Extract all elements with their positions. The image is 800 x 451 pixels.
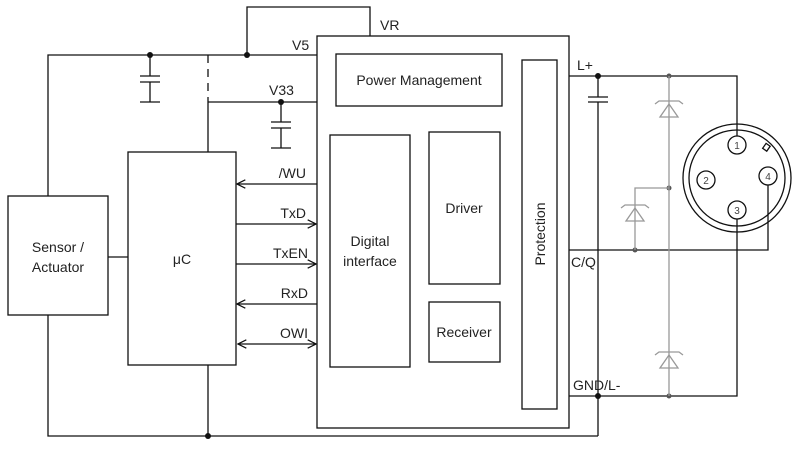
driver-label: Driver xyxy=(445,200,483,216)
power-management-label: Power Management xyxy=(356,72,481,88)
driver-block xyxy=(428,131,501,285)
tvs-diodes xyxy=(620,76,684,396)
pin-4: 4 xyxy=(765,172,771,183)
sensor-actuator-block xyxy=(7,195,109,316)
lplus-capacitor xyxy=(588,76,608,436)
pin-1: 1 xyxy=(734,141,740,152)
vr-label: VR xyxy=(380,17,399,33)
signal-lines xyxy=(236,184,317,344)
m12-connector: 1 2 3 4 xyxy=(682,123,792,233)
txd-label: TxD xyxy=(280,205,306,221)
v33-capacitor xyxy=(271,102,291,149)
protection-label: Protection xyxy=(532,202,548,265)
tvs-diode-icon xyxy=(654,100,684,118)
mcu-label: μC xyxy=(173,251,191,267)
pin-3: 3 xyxy=(734,206,740,217)
v33-label: V33 xyxy=(269,82,294,98)
sensor-label: Sensor / xyxy=(32,239,84,255)
wu-label: /WU xyxy=(279,165,306,181)
tvs-diode-icon xyxy=(620,204,650,222)
v5-capacitor xyxy=(140,55,160,103)
v5-label: V5 xyxy=(292,37,309,53)
receiver-label: Receiver xyxy=(436,324,492,340)
rxd-label: RxD xyxy=(281,285,308,301)
cq-label: C/Q xyxy=(571,254,596,270)
receiver-block xyxy=(428,301,501,363)
digital-interface-label: Digital xyxy=(351,233,390,249)
coding-key-icon xyxy=(761,142,772,153)
mcu-block xyxy=(127,151,237,366)
txen-label: TxEN xyxy=(273,245,308,261)
actuator-label: Actuator xyxy=(32,259,84,275)
lplus-label: L+ xyxy=(577,57,593,73)
protection-block xyxy=(521,59,558,410)
tvs-diode-icon xyxy=(654,351,684,369)
gnd-label: GND/L- xyxy=(573,377,621,393)
owi-label: OWI xyxy=(280,325,308,341)
pin-2: 2 xyxy=(703,176,709,187)
digital-interface-label-2: interface xyxy=(343,253,397,269)
power-management-block xyxy=(335,53,503,107)
digital-interface-block xyxy=(329,134,411,368)
